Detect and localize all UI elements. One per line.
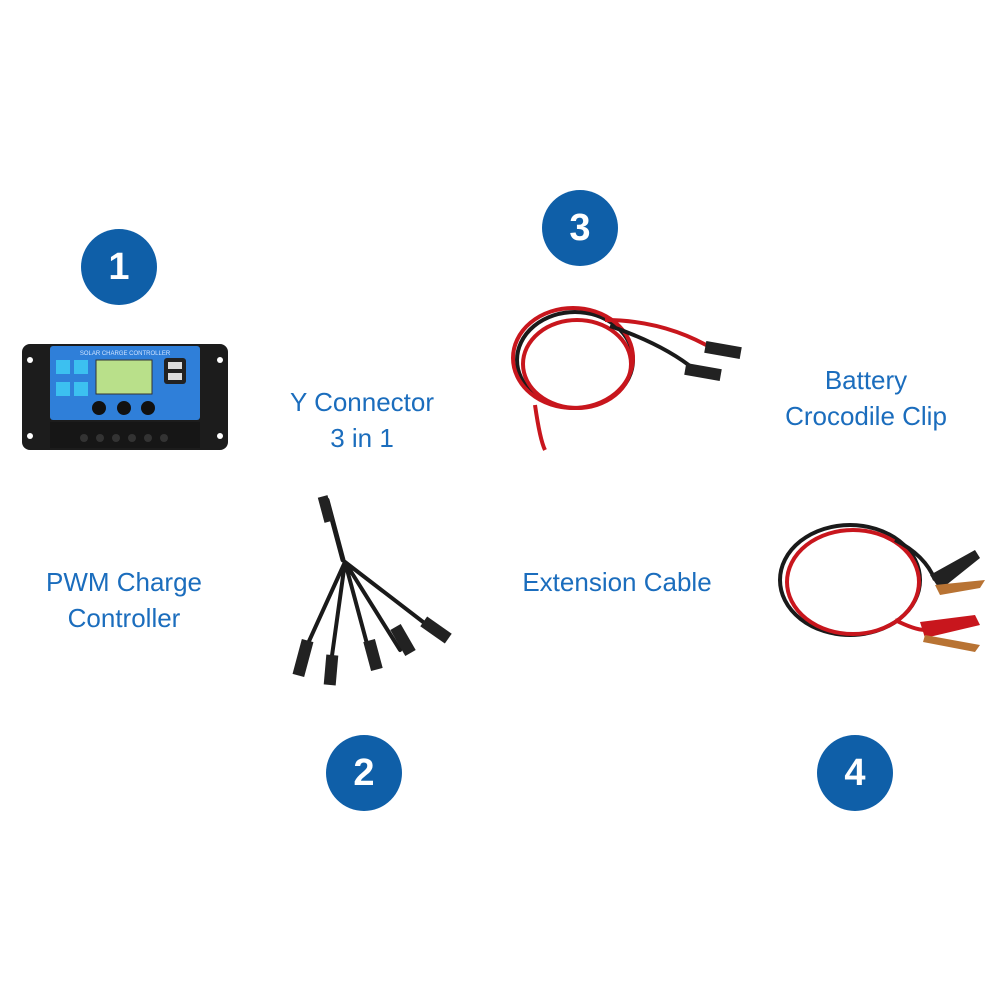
label-line: Controller [67,603,181,633]
extension-cable-image [511,306,742,451]
badge-1: 1 [81,229,157,305]
label-line: Y Connector [289,387,435,417]
label-y-connector: Y Connector 3 in 1 [290,384,434,456]
badge-4: 4 [817,735,893,811]
charge-controller-image: SOLAR CHARGE CONTROLLER [22,344,228,450]
badge-2: 2 [326,735,402,811]
badge-3: 3 [542,190,618,266]
y-connector-image [292,495,452,686]
label-extension-cable: Extension Cable [522,564,711,600]
label-battery-crocodile-clip: Battery Crocodile Clip [785,362,947,434]
label-line: Battery [824,365,908,395]
label-line: Crocodile Clip [785,401,947,431]
label-line: Extension Cable [522,567,712,597]
label-line: PWM Charge [45,567,203,597]
label-line: 3 in 1 [330,423,394,453]
label-pwm-charge-controller: PWM Charge Controller [46,564,202,636]
device-title-text: SOLAR CHARGE CONTROLLER [80,351,171,357]
crocodile-clip-image [778,523,985,652]
